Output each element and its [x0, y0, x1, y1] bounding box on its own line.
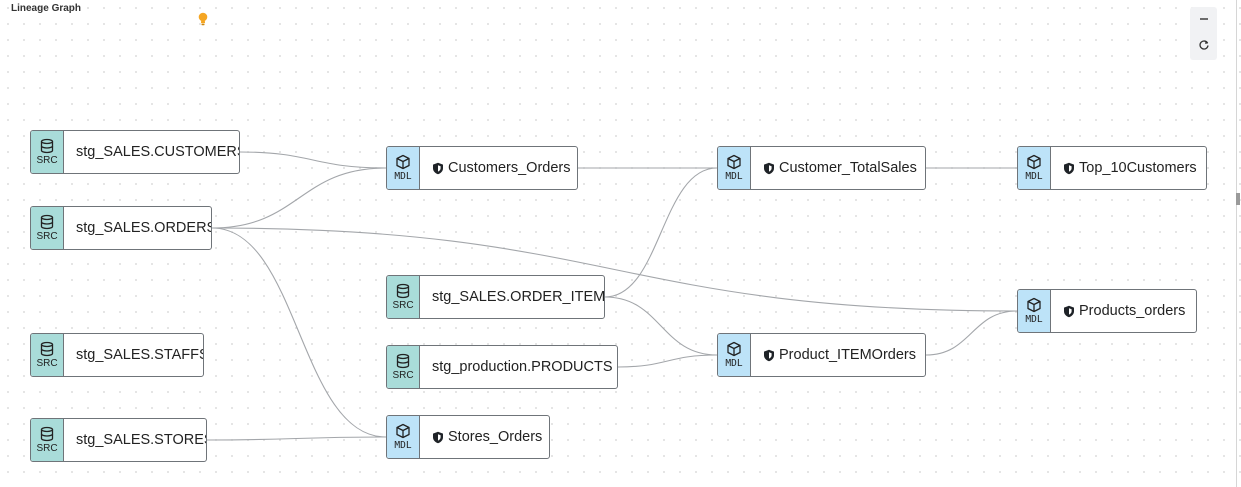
- node-body: stg_SALES.ORDERS: [64, 207, 211, 249]
- node-label: stg_SALES.CUSTOMERS: [76, 144, 239, 160]
- database-icon: [40, 341, 54, 357]
- node-stores-orders[interactable]: MDL Stores_Orders: [386, 415, 550, 459]
- mdl-badge: MDL: [1018, 147, 1051, 189]
- node-kind: SRC: [392, 300, 414, 311]
- node-stores[interactable]: SRC stg_SALES.STORES: [30, 418, 207, 462]
- database-icon: [40, 214, 54, 230]
- node-body: stg_SALES.ORDER_ITEMS: [420, 276, 604, 318]
- node-products[interactable]: SRC stg_production.PRODUCTS: [386, 345, 618, 389]
- scroll-handle[interactable]: [1236, 193, 1240, 205]
- mdl-badge: MDL: [718, 147, 751, 189]
- node-customers-orders[interactable]: MDL Customers_Orders: [386, 146, 578, 190]
- edge-customers-to-customers-orders: [239, 151, 387, 169]
- edge-orders-to-stores-orders: [211, 227, 387, 438]
- lightbulb-icon[interactable]: [197, 11, 209, 27]
- edge-stores-to-stores-orders: [206, 436, 387, 441]
- node-body: Customers_Orders: [420, 147, 577, 189]
- mdl-badge: MDL: [387, 416, 420, 458]
- node-customer-totalsales[interactable]: MDL Customer_TotalSales: [717, 146, 926, 190]
- node-body: stg_SALES.STORES: [64, 419, 206, 461]
- edge-orders-to-products-orders: [211, 227, 1018, 312]
- mdl-badge: MDL: [1018, 290, 1051, 332]
- src-badge: SRC: [387, 276, 420, 318]
- cube-icon: [396, 154, 410, 170]
- node-label: stg_SALES.STORES: [76, 432, 206, 448]
- node-kind: MDL: [725, 171, 743, 182]
- node-label: stg_production.PRODUCTS: [432, 359, 613, 375]
- node-kind: SRC: [392, 370, 414, 381]
- node-body: stg_SALES.STAFFS: [64, 334, 203, 376]
- edge-products-to-product-itemorders: [617, 354, 718, 368]
- cube-icon: [727, 154, 741, 170]
- shield-icon: [433, 431, 443, 443]
- node-kind: MDL: [1025, 171, 1043, 182]
- src-badge: SRC: [31, 334, 64, 376]
- node-label: Product_ITEMOrders: [779, 347, 916, 363]
- node-label: stg_SALES.STAFFS: [76, 347, 203, 363]
- node-kind: SRC: [36, 231, 58, 242]
- node-top10[interactable]: MDL Top_10Customers: [1017, 146, 1207, 190]
- node-label: stg_SALES.ORDERS: [76, 220, 211, 236]
- shield-icon: [1064, 162, 1074, 174]
- database-icon: [396, 283, 410, 299]
- cube-icon: [1027, 297, 1041, 313]
- graph-toolbar: [1190, 7, 1217, 60]
- cube-icon: [727, 341, 741, 357]
- shield-icon: [764, 349, 774, 361]
- node-label: Stores_Orders: [448, 429, 543, 445]
- database-icon: [40, 426, 54, 442]
- edge-order-items-to-customer-totalsales: [604, 167, 718, 298]
- node-body: Stores_Orders: [420, 416, 549, 458]
- edge-orders-to-customers-orders: [211, 167, 387, 229]
- node-body: Top_10Customers: [1051, 147, 1206, 189]
- graph-title: Lineage Graph: [11, 3, 82, 14]
- mdl-badge: MDL: [718, 334, 751, 376]
- shield-icon: [433, 162, 443, 174]
- node-body: Product_ITEMOrders: [751, 334, 925, 376]
- cube-icon: [396, 423, 410, 439]
- mdl-badge: MDL: [387, 147, 420, 189]
- node-order-items[interactable]: SRC stg_SALES.ORDER_ITEMS: [386, 275, 605, 319]
- node-kind: SRC: [36, 155, 58, 166]
- node-kind: SRC: [36, 443, 58, 454]
- node-label: Customer_TotalSales: [779, 160, 917, 176]
- src-badge: SRC: [387, 346, 420, 388]
- node-body: stg_production.PRODUCTS: [420, 346, 617, 388]
- shield-icon: [1064, 305, 1074, 317]
- node-kind: SRC: [36, 358, 58, 369]
- node-label: Top_10Customers: [1079, 160, 1197, 176]
- src-badge: SRC: [31, 207, 64, 249]
- node-kind: MDL: [725, 358, 743, 369]
- node-products-orders[interactable]: MDL Products_orders: [1017, 289, 1197, 333]
- database-icon: [396, 353, 410, 369]
- refresh-icon: [1198, 40, 1209, 50]
- node-customers[interactable]: SRC stg_SALES.CUSTOMERS: [30, 130, 240, 174]
- collapse-button[interactable]: [1190, 7, 1217, 31]
- edge-product-itemorders-to-products-orders: [925, 310, 1018, 356]
- node-orders[interactable]: SRC stg_SALES.ORDERS: [30, 206, 212, 250]
- node-kind: MDL: [394, 171, 412, 182]
- scroll-track: [1236, 0, 1237, 487]
- node-body: stg_SALES.CUSTOMERS: [64, 131, 239, 173]
- node-label: stg_SALES.ORDER_ITEMS: [432, 289, 604, 305]
- shield-icon: [764, 162, 774, 174]
- src-badge: SRC: [31, 131, 64, 173]
- refresh-button[interactable]: [1190, 33, 1217, 57]
- node-product-itemorders[interactable]: MDL Product_ITEMOrders: [717, 333, 926, 377]
- node-label: Products_orders: [1079, 303, 1186, 319]
- src-badge: SRC: [31, 419, 64, 461]
- node-staffs[interactable]: SRC stg_SALES.STAFFS: [30, 333, 204, 377]
- node-kind: MDL: [394, 440, 412, 451]
- edge-order-items-to-product-itemorders: [604, 296, 718, 356]
- node-body: Customer_TotalSales: [751, 147, 925, 189]
- database-icon: [40, 138, 54, 154]
- node-kind: MDL: [1025, 314, 1043, 325]
- node-label: Customers_Orders: [448, 160, 571, 176]
- node-body: Products_orders: [1051, 290, 1196, 332]
- cube-icon: [1027, 154, 1041, 170]
- minus-icon: [1199, 18, 1208, 20]
